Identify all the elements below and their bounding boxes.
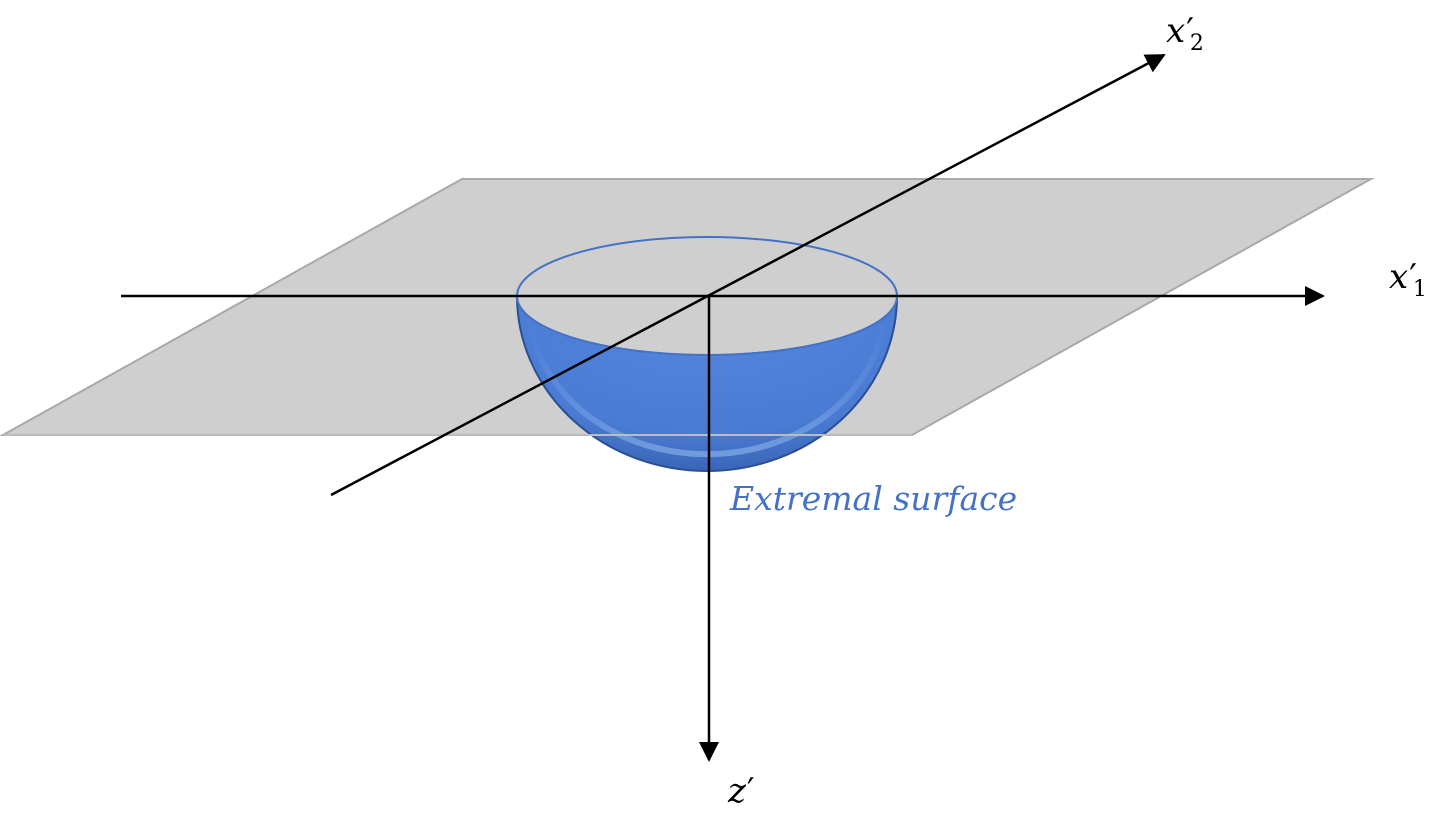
x1-var: x bbox=[1389, 257, 1409, 297]
extremal-surface-highlight bbox=[527, 319, 887, 458]
x2-axis bbox=[330, 53, 1166, 497]
z-prime: ′ bbox=[746, 771, 755, 811]
x1-axis-label: x′1 bbox=[1389, 260, 1427, 301]
bowl-opening-lower-half bbox=[517, 296, 897, 354]
z-axis-label: z′ bbox=[728, 774, 755, 808]
x2-var: x bbox=[1166, 11, 1186, 51]
x2-subscript: 2 bbox=[1189, 31, 1204, 56]
z-var: z bbox=[728, 771, 746, 811]
x1-prime: ′ bbox=[1409, 257, 1417, 297]
extremal-surface-label: Extremal surface bbox=[730, 479, 1018, 518]
x2-prime: ′ bbox=[1186, 11, 1194, 51]
x1-subscript: 1 bbox=[1412, 277, 1427, 302]
x2-axis-label: x′2 bbox=[1166, 14, 1204, 55]
